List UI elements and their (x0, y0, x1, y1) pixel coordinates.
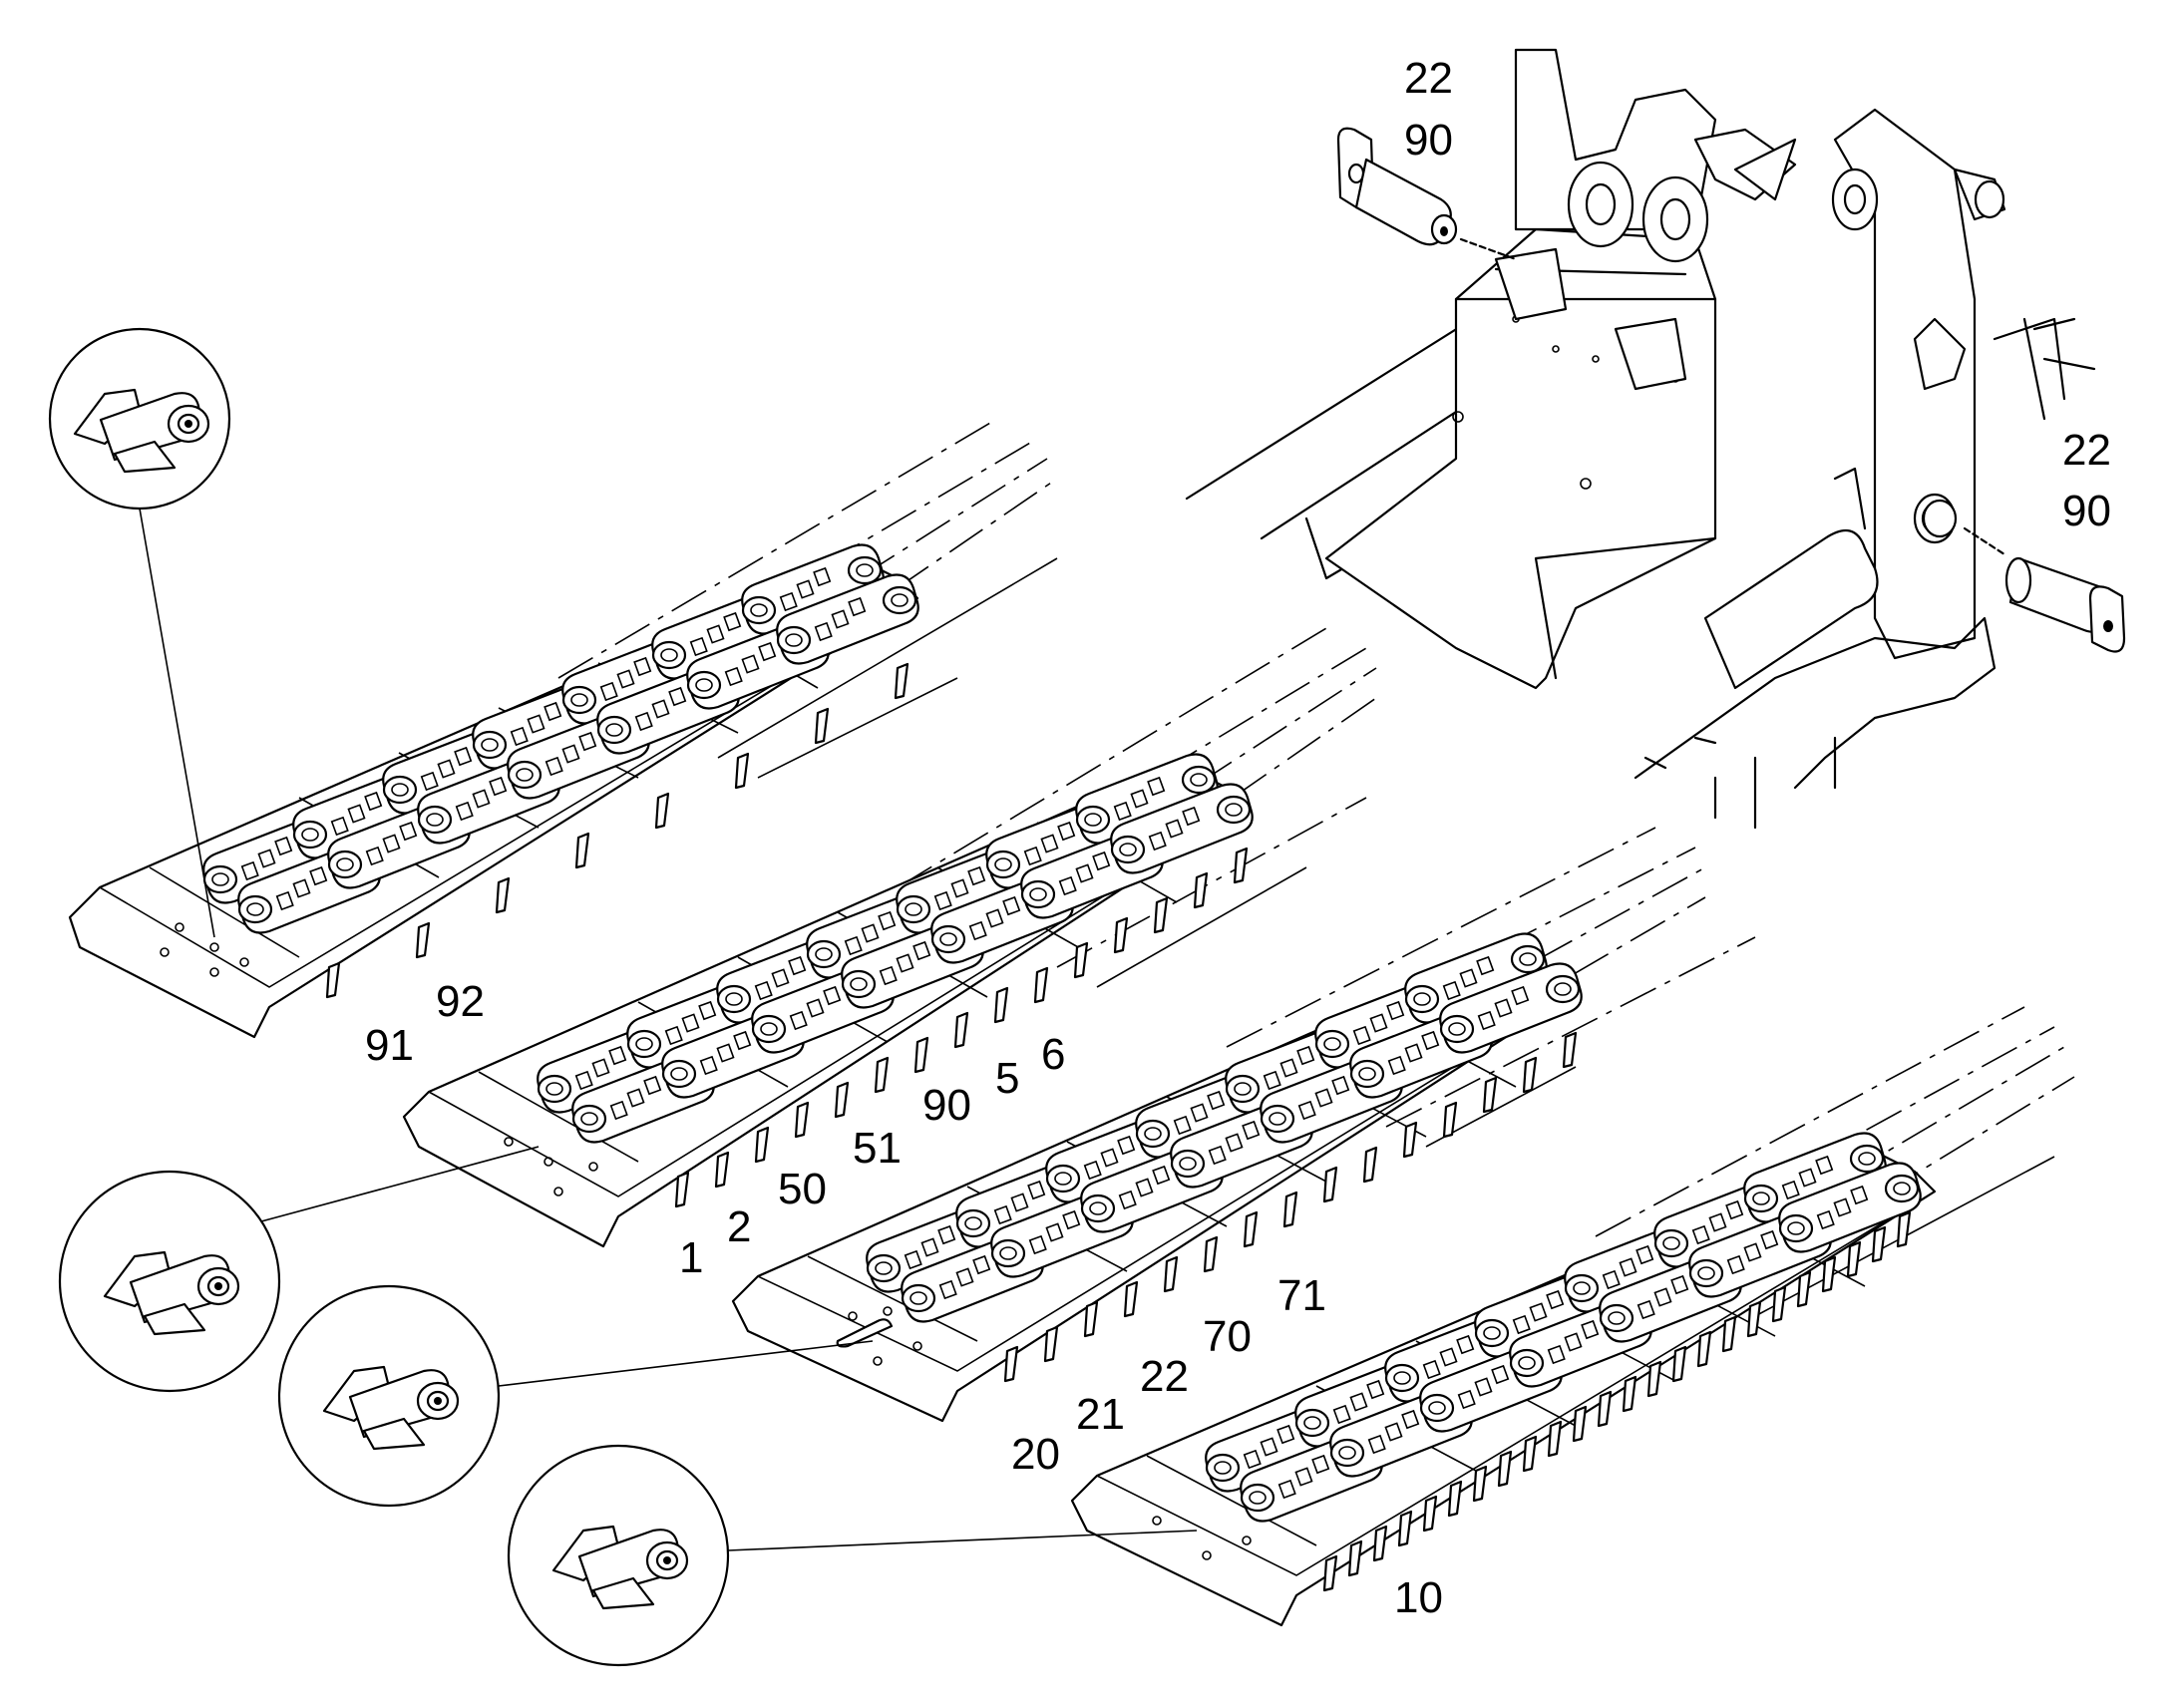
callout-20: 20 (1011, 1430, 1060, 1479)
callout-2: 2 (727, 1202, 751, 1251)
callout-1: 1 (679, 1233, 703, 1282)
machine-frame-icon (1185, 48, 2096, 830)
bolt-detail-icon (58, 1146, 540, 1393)
callout-91: 91 (365, 1021, 414, 1070)
callout-22: 22 (1140, 1352, 1189, 1401)
bolt-detail-icon (277, 1284, 874, 1508)
callout-22: 22 (1404, 54, 1453, 103)
callout-21: 21 (1076, 1390, 1125, 1439)
chain-conveyor-icon (68, 418, 1058, 1039)
bolt-detail-icon (48, 327, 231, 938)
callout-10: 10 (1394, 1573, 1443, 1622)
callout-51: 51 (853, 1124, 902, 1173)
chain-conveyor-icon (1070, 1006, 2075, 1627)
callout-92: 92 (436, 977, 485, 1026)
callout-6: 6 (1041, 1030, 1065, 1079)
callout-90: 90 (2062, 487, 2111, 535)
chain-conveyor-icon (402, 627, 1377, 1248)
callout-90: 90 (1404, 116, 1453, 165)
callout-90: 90 (922, 1081, 971, 1130)
callout-5: 5 (995, 1054, 1019, 1103)
hitch-pin-icon (1336, 127, 2126, 653)
callout-50: 50 (778, 1165, 827, 1213)
callout-70: 70 (1203, 1312, 1252, 1361)
chain-conveyor-icon (731, 827, 1756, 1423)
callout-71: 71 (1277, 1271, 1326, 1320)
callout-22: 22 (2062, 426, 2111, 475)
bolt-detail-icon (507, 1444, 1198, 1667)
